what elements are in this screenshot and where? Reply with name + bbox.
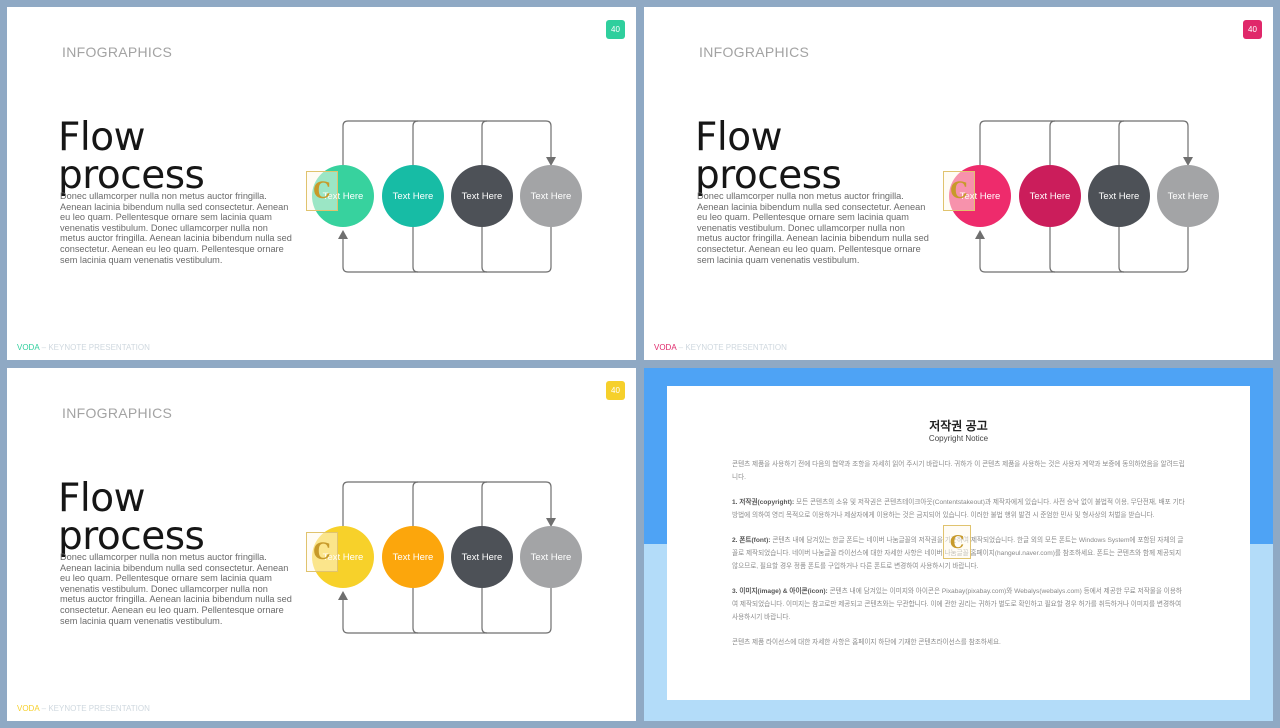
footer: VODA– KEYNOTE PRESENTATION — [17, 343, 150, 352]
notice-title: 저작권 공고 — [929, 419, 988, 433]
flow-connectors — [338, 120, 556, 273]
notice-body: 콘텐츠 제품을 사용하기 전에 다음의 협약과 조항을 자세히 읽어 주시기 바… — [732, 458, 1187, 661]
flow-bottom-link — [1118, 227, 1125, 273]
notice-subtitle: Copyright Notice — [928, 434, 989, 443]
flow-bottom-loop — [342, 588, 552, 634]
arrow-down-icon — [546, 157, 556, 166]
footer-text: – KEYNOTE PRESENTATION — [678, 343, 787, 352]
footer-brand: VODA — [17, 343, 40, 352]
flow-step-3: Text Here — [1088, 165, 1150, 227]
flow-top-link — [481, 120, 488, 165]
arrow-up-icon — [975, 230, 985, 239]
flow-step-3: Text Here — [451, 165, 513, 227]
flow-step-2: Text Here — [382, 526, 444, 588]
flow-top-link — [481, 481, 488, 526]
flow-top-loop — [979, 120, 1189, 165]
flow-bottom-loop — [342, 227, 552, 273]
footer-brand: VODA — [654, 343, 677, 352]
footer-brand: VODA — [17, 704, 40, 713]
body-paragraph: Donec ullamcorper nulla non metus auctor… — [60, 191, 292, 265]
flow-step-4: Text Here — [520, 526, 582, 588]
arrow-up-icon — [338, 230, 348, 239]
watermark-logo-icon: C — [306, 171, 338, 211]
flow-top-link — [412, 481, 419, 526]
arrow-up-icon — [338, 591, 348, 600]
watermark-logo-icon: C — [943, 525, 971, 559]
notice-paper: 저작권 공고 Copyright Notice 콘텐츠 제품을 사용하기 전에 … — [667, 386, 1250, 700]
page-number-badge: 40 — [606, 20, 625, 39]
flow-top-loop — [342, 120, 552, 165]
slide-kicker: INFOGRAPHICS — [62, 44, 173, 60]
flow-step-4: Text Here — [1157, 165, 1219, 227]
flow-top-loop — [342, 481, 552, 526]
slide-kicker: INFOGRAPHICS — [62, 405, 173, 421]
footer: VODA– KEYNOTE PRESENTATION — [654, 343, 787, 352]
slide-copyright-notice[interactable]: 저작권 공고 Copyright Notice 콘텐츠 제품을 사용하기 전에 … — [644, 368, 1273, 721]
flow-top-link — [412, 120, 419, 165]
flow-step-2: Text Here — [1019, 165, 1081, 227]
flow-top-link — [1049, 120, 1056, 165]
body-paragraph: Donec ullamcorper nulla non metus auctor… — [697, 191, 929, 265]
body-paragraph: Donec ullamcorper nulla non metus auctor… — [60, 552, 292, 626]
flow-bottom-link — [1049, 227, 1056, 273]
footer: VODA– KEYNOTE PRESENTATION — [17, 704, 150, 713]
footer-text: – KEYNOTE PRESENTATION — [41, 704, 150, 713]
flow-connectors — [338, 481, 556, 634]
page-number-badge: 40 — [1243, 20, 1262, 39]
flow-step-4: Text Here — [520, 165, 582, 227]
watermark-logo-icon: C — [943, 171, 975, 211]
notice-outro: 콘텐츠 제품 라이선스에 대한 자세한 사항은 홈페이지 하단에 기재한 콘텐츠… — [732, 639, 1001, 646]
arrow-down-icon — [1183, 157, 1193, 166]
notice-section-image: 3. 이미지(image) & 아이콘(icon): 콘텐츠 내에 담겨있는 이… — [732, 588, 1182, 621]
slide-kicker: INFOGRAPHICS — [699, 44, 810, 60]
notice-section-copyright: 1. 저작권(copyright): 모든 콘텐츠의 소유 및 저작권은 콘텐츠… — [732, 499, 1185, 519]
flow-bottom-loop — [979, 227, 1189, 273]
flow-bottom-link — [481, 227, 488, 273]
notice-intro: 콘텐츠 제품을 사용하기 전에 다음의 협약과 조항을 자세히 읽어 주시기 바… — [732, 461, 1185, 481]
flow-top-link — [1118, 120, 1125, 165]
flow-step-3: Text Here — [451, 526, 513, 588]
arrow-down-icon — [546, 518, 556, 527]
flow-step-2: Text Here — [382, 165, 444, 227]
flow-bottom-link — [412, 227, 419, 273]
flow-connectors — [975, 120, 1193, 273]
footer-text: – KEYNOTE PRESENTATION — [41, 343, 150, 352]
flow-bottom-link — [481, 588, 488, 634]
flow-bottom-link — [412, 588, 419, 634]
page-number-badge: 40 — [606, 381, 625, 400]
watermark-logo-icon: C — [306, 532, 338, 572]
